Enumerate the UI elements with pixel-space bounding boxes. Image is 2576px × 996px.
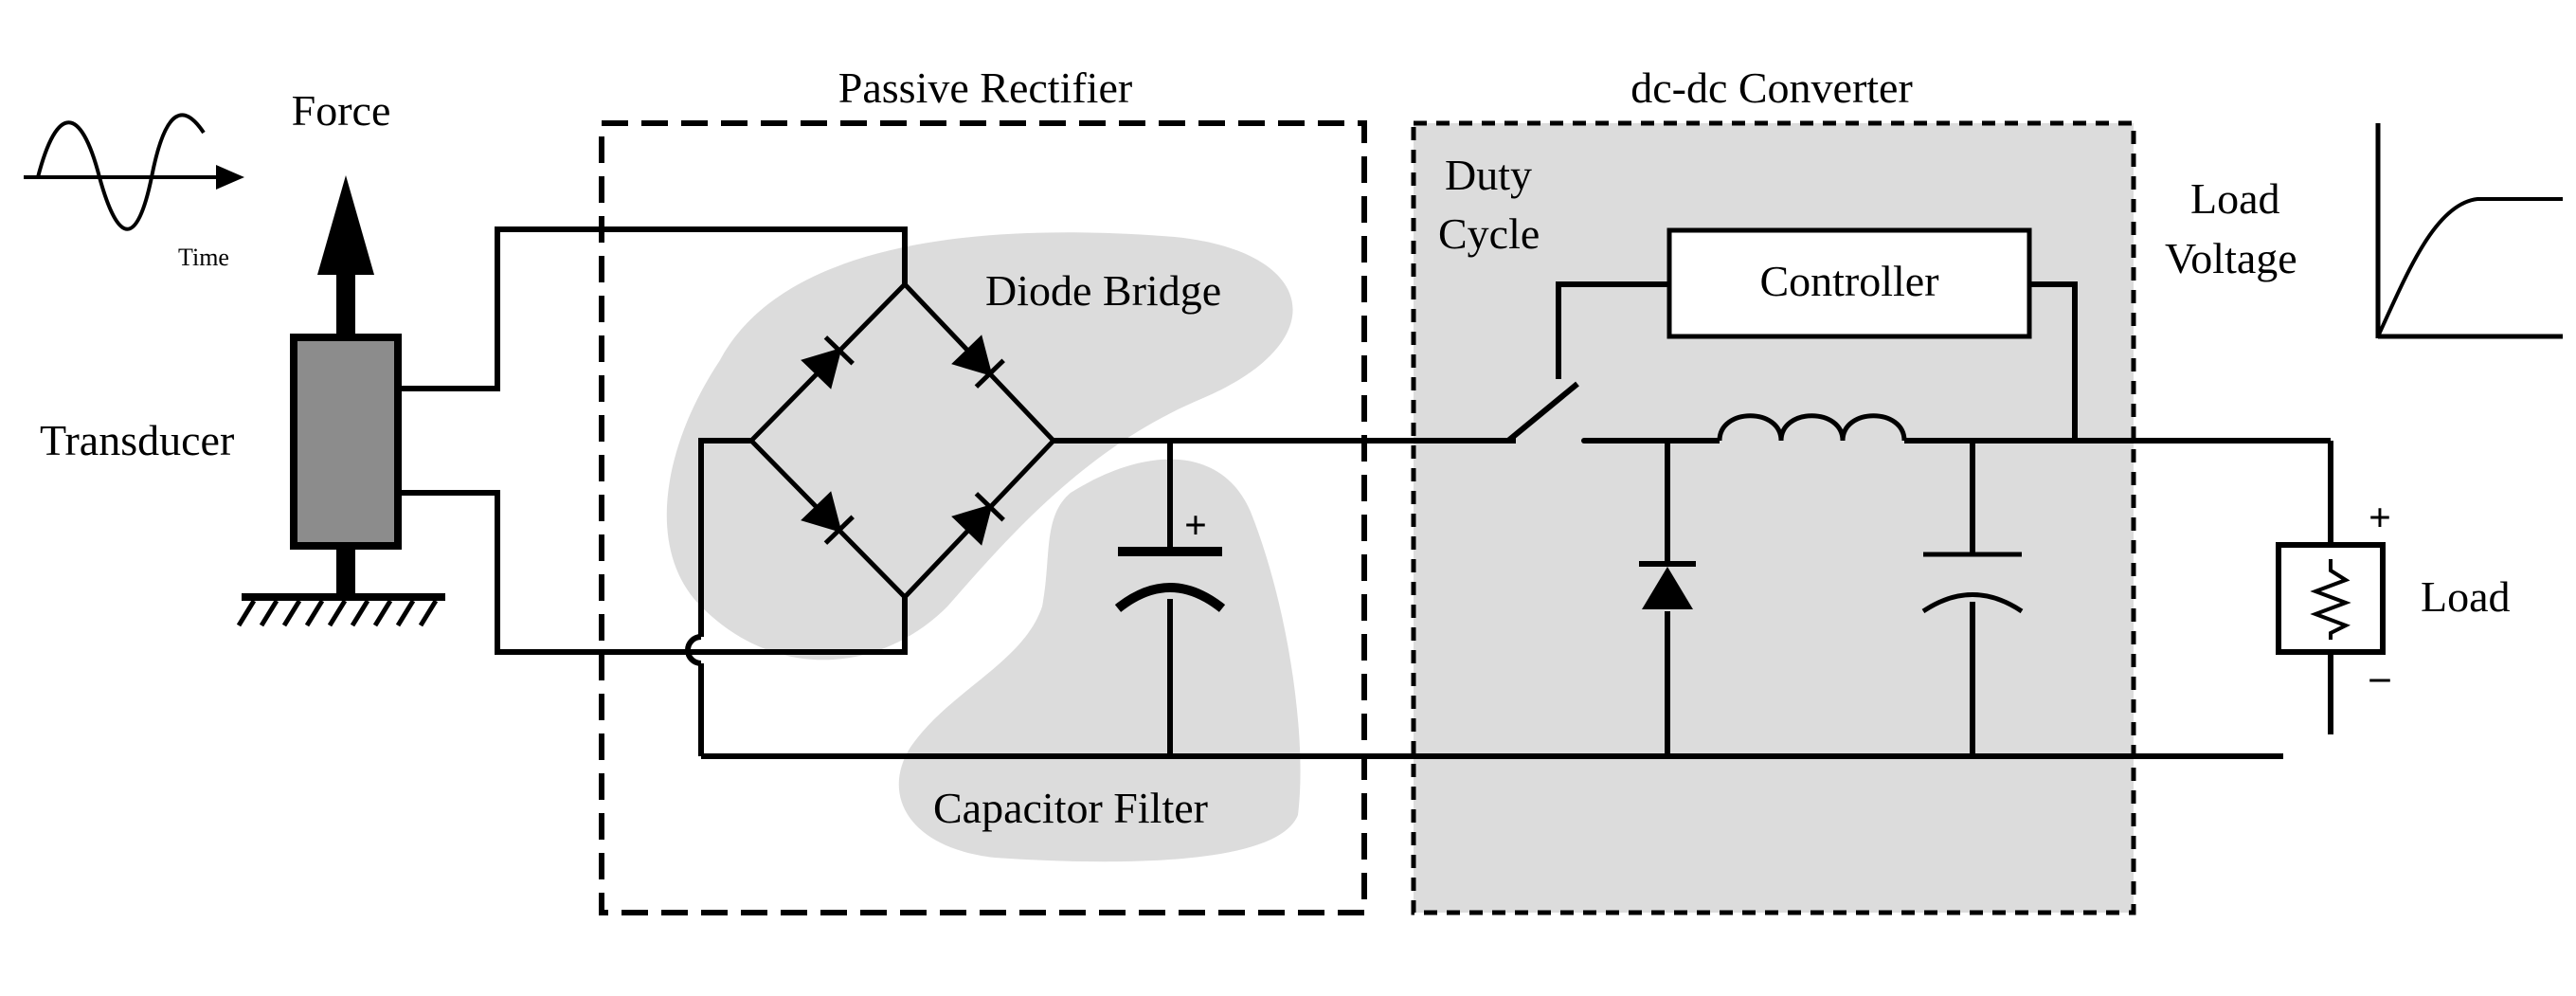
load-plus-sign: + xyxy=(2369,497,2391,540)
output-capacitor xyxy=(1921,552,2024,614)
load-voltage-label-line1: Load xyxy=(2190,174,2280,223)
diode-bridge-label: Diode Bridge xyxy=(985,266,1221,315)
capacitor-filter-label: Capacitor Filter xyxy=(933,784,1208,832)
controller-box xyxy=(1666,227,2032,339)
transducer xyxy=(236,175,445,627)
diode-bridge xyxy=(748,281,1057,601)
freewheeling-diode xyxy=(1639,561,1696,609)
wiring xyxy=(398,226,2333,759)
load-voltage-graph xyxy=(2375,123,2563,339)
passive-rectifier-box xyxy=(599,120,1367,915)
load-minus-sign: – xyxy=(2369,656,2391,699)
load-resistor xyxy=(2276,542,2386,655)
dcdc-converter-title: dc-dc Converter xyxy=(1630,63,1913,112)
controller-label: Controller xyxy=(1759,257,1938,305)
time-label: Time xyxy=(178,244,229,271)
filter-capacitor xyxy=(1114,547,1226,612)
passive-rectifier-title: Passive Rectifier xyxy=(838,63,1132,112)
force-arrow-icon xyxy=(317,175,374,275)
capacitor-filter-shade xyxy=(898,459,1301,862)
cap-plus-sign: + xyxy=(1184,504,1207,548)
switch-contact xyxy=(1581,438,1587,444)
resistor-zigzag-icon xyxy=(2310,559,2351,640)
load-voltage-label-line2: Voltage xyxy=(2165,234,2297,282)
ground-hatch-icon xyxy=(236,599,439,627)
force-waveform xyxy=(24,113,244,231)
transducer-body xyxy=(290,334,402,550)
duty-cycle-label-line1: Duty xyxy=(1445,151,1532,199)
diode-bridge-shade xyxy=(666,232,1293,661)
force-label: Force xyxy=(292,86,391,135)
dcdc-converter-box xyxy=(1411,120,2136,915)
transducer-label: Transducer xyxy=(40,416,234,464)
inductor-icon xyxy=(1717,413,1907,442)
duty-cycle-label-line2: Cycle xyxy=(1438,209,1540,258)
load-label: Load xyxy=(2421,572,2511,621)
